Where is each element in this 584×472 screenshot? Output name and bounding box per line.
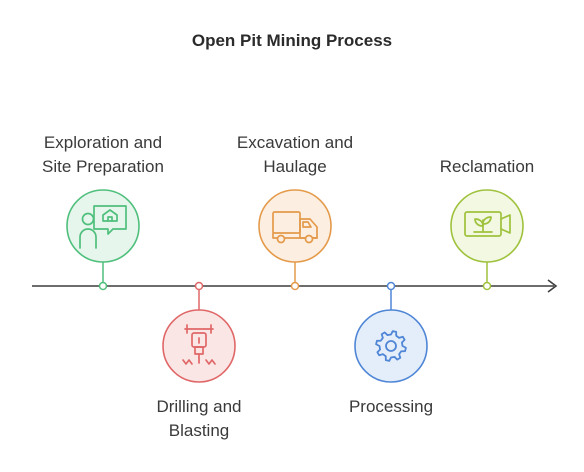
diagram-title: Open Pit Mining Process — [191, 31, 393, 50]
stage-drilling — [162, 281, 236, 383]
stage-processing — [354, 281, 428, 383]
gear-outline — [375, 330, 407, 362]
truck-icon — [272, 211, 318, 244]
stage-node — [354, 309, 428, 383]
timeline-dot — [98, 281, 108, 291]
stage-node — [450, 189, 524, 263]
stage-label-excavation: Excavation and Haulage — [236, 133, 354, 176]
timeline-dot — [194, 281, 204, 291]
jackhammer-icon — [182, 324, 216, 365]
explorer-house-icon — [79, 205, 127, 249]
stage-node — [258, 189, 332, 263]
stage-label-reclamation: Reclamation — [439, 157, 535, 176]
timeline-dot — [290, 281, 300, 291]
stage-label-exploration: Exploration and Site Preparation — [42, 133, 164, 176]
stage-reclamation — [450, 189, 524, 291]
stage-node — [66, 189, 140, 263]
stage-label-drilling: Drilling and Blasting — [156, 397, 242, 440]
stage-node — [162, 309, 236, 383]
gear-icon — [375, 330, 407, 362]
stage-exploration — [66, 189, 140, 291]
timeline-dot — [482, 281, 492, 291]
stage-label-processing: Processing — [348, 397, 434, 416]
timeline-dot — [386, 281, 396, 291]
timeline-arrowhead — [547, 279, 558, 293]
plant-tray-icon — [464, 211, 511, 237]
stage-excavation — [258, 189, 332, 291]
